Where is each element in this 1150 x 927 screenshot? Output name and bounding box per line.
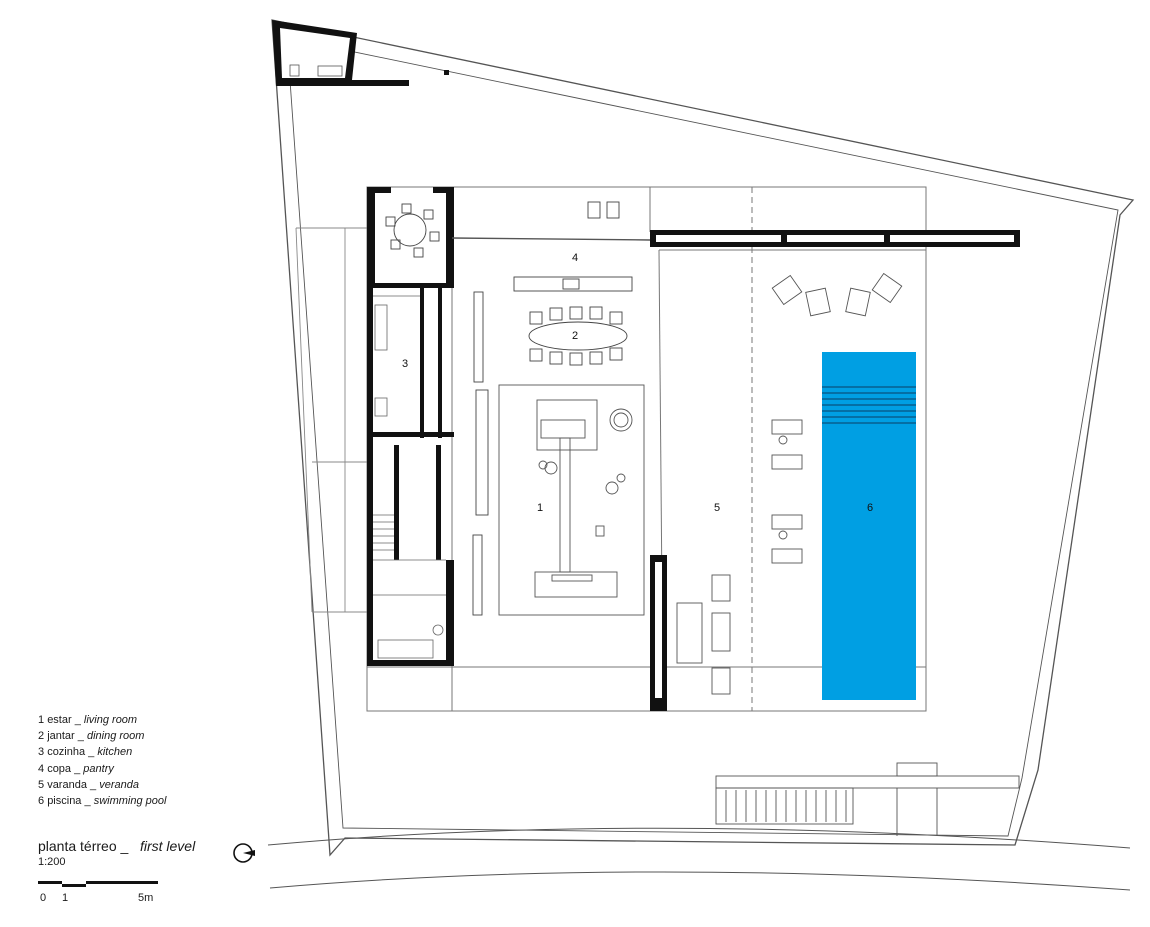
deck-furniture	[771, 272, 903, 564]
room-legend: 1 estar _ living room 2 jantar _ dining …	[38, 712, 166, 809]
legend-name-pt: cozinha	[47, 746, 86, 759]
legend-name-en: swimming pool	[93, 795, 167, 808]
legend-number: 2	[38, 730, 45, 743]
room-label-5: 5	[714, 502, 720, 514]
legend-separator: _	[74, 762, 81, 775]
legend-item: 5 varanda _ veranda	[38, 777, 166, 793]
living-furniture	[498, 384, 645, 616]
room-label-1: 1	[537, 502, 543, 514]
legend-separator: _	[88, 746, 95, 759]
scale-ratio: 1:200	[38, 856, 66, 868]
legend-separator: _	[74, 714, 81, 726]
top-beam	[451, 201, 1020, 247]
room-label-3: 3	[402, 358, 408, 370]
scale-tick-1: 1	[62, 892, 69, 904]
scale-bar-segment	[86, 881, 158, 884]
street-curves	[267, 827, 1131, 891]
scale-tick-5m: 5m	[138, 892, 154, 904]
scale-bar-segment	[62, 884, 86, 887]
room-labels: 1 2 3 4 5 6	[402, 252, 873, 514]
legend-item: 1 estar _ living room	[38, 712, 166, 728]
legend-name-en: pantry	[83, 762, 114, 775]
legend-name-en: kitchen	[97, 746, 133, 759]
legend-separator: _	[84, 795, 91, 808]
legend-item: 2 jantar _ dining room	[38, 728, 166, 744]
north-arrow-icon	[233, 843, 255, 863]
service-walls	[367, 187, 454, 666]
legend-number: 4	[38, 762, 45, 775]
annex-structure	[272, 20, 449, 86]
service-interior	[373, 295, 446, 659]
room-label-4: 4	[572, 252, 578, 264]
legend-item: 3 cozinha _ kitchen	[38, 744, 166, 760]
legend-name-pt: piscina	[47, 795, 82, 808]
breakfast-table	[385, 203, 440, 258]
veranda-furniture	[676, 574, 731, 695]
scale-bar	[38, 878, 158, 888]
site-boundary	[271, 19, 1135, 857]
legend-name-pt: estar	[47, 714, 72, 726]
legend-separator: _	[77, 730, 84, 743]
left-site-lines	[295, 227, 368, 613]
legend-separator: _	[90, 778, 97, 791]
legend-item: 4 copa _ pantry	[38, 761, 166, 777]
legend-name-en: veranda	[99, 778, 139, 791]
legend-number: 3	[38, 746, 45, 759]
legend-name-en: living room	[83, 714, 138, 726]
plan-title-en: first level	[139, 838, 196, 854]
dining-furniture	[472, 276, 633, 616]
legend-item: 6 piscina _ swimming pool	[38, 793, 166, 809]
plan-title-pt: planta térreo	[38, 838, 117, 854]
legend-name-pt: varanda	[47, 778, 87, 791]
plan-title: planta térreo _ first level	[38, 838, 195, 854]
legend-number: 6	[38, 795, 45, 808]
scale-tick-0: 0	[40, 892, 47, 904]
swimming-pool	[822, 352, 916, 700]
room-label-6: 6	[867, 502, 873, 514]
scale-bar-segment	[38, 881, 62, 884]
legend-name-pt: jantar	[47, 730, 75, 743]
veranda-column	[650, 555, 667, 711]
room-label-2: 2	[572, 330, 578, 342]
legend-name-pt: copa	[47, 762, 72, 775]
plan-title-separator: _	[120, 838, 129, 854]
title-block: planta térreo _ first level 1:200	[38, 838, 195, 868]
legend-number: 5	[38, 778, 45, 791]
entrance-stairs	[715, 762, 1020, 836]
legend-number: 1	[38, 714, 45, 726]
legend-name-en: dining room	[86, 730, 145, 743]
